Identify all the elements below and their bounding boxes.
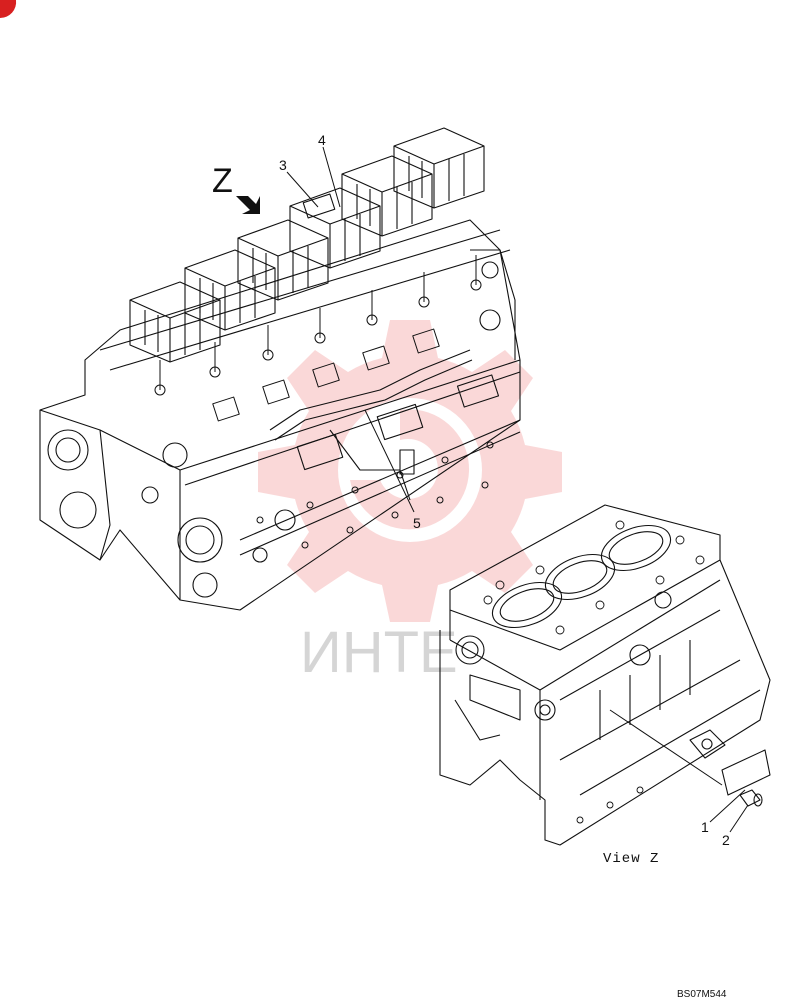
drawing-code: BS07M544 <box>677 989 727 1000</box>
head-cover-4 <box>289 187 381 269</box>
head-cover-2 <box>184 249 276 331</box>
view-z-label: View Z <box>603 851 659 867</box>
callout-1: 1 <box>701 819 709 835</box>
leader-lines-lower <box>609 709 749 833</box>
head-cover-1 <box>129 281 221 363</box>
watermark <box>258 320 562 622</box>
plug <box>739 789 763 807</box>
view-marker-letter: Z <box>212 162 233 200</box>
head-cover-5 <box>341 155 433 237</box>
view-z-detail <box>439 504 771 846</box>
leader-lines-upper <box>286 146 415 513</box>
view-direction-arrow-icon <box>236 196 260 214</box>
watermark-text: ИНТЕ <box>300 620 458 685</box>
gasket-plate <box>721 749 771 796</box>
callout-3: 3 <box>279 157 287 173</box>
callout-2: 2 <box>722 832 730 848</box>
engine-block-assembly <box>39 127 521 611</box>
head-cover-6 <box>393 127 485 209</box>
callout-5: 5 <box>413 515 421 531</box>
corner-badge <box>0 0 17 19</box>
callout-4: 4 <box>318 132 326 148</box>
head-cover-3 <box>237 219 329 301</box>
